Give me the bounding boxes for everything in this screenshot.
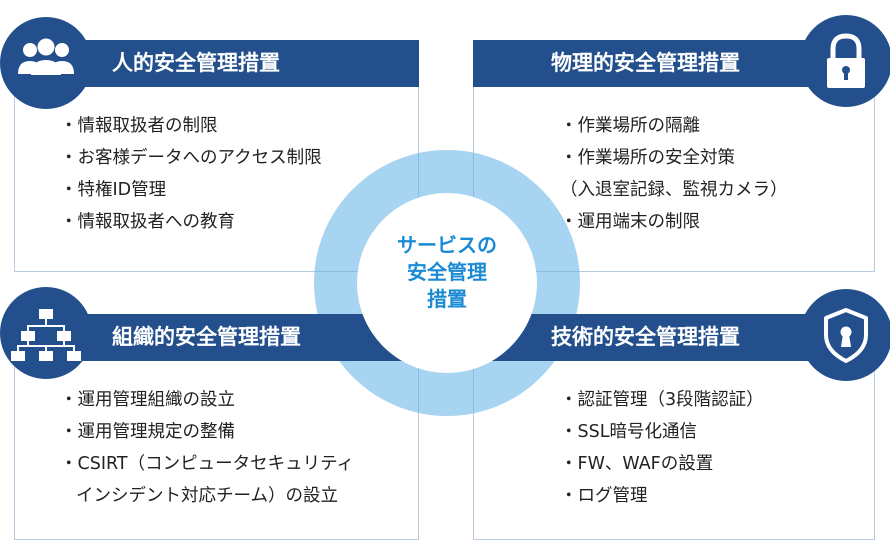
center-circle bbox=[357, 193, 537, 373]
list-item: ・CSIRT（コンピュータセキュリティ bbox=[60, 454, 355, 474]
list-item: ・運用管理規定の整備 bbox=[60, 422, 235, 442]
lock-icon bbox=[800, 15, 890, 107]
list-organizational: ・運用管理組織の設立 ・運用管理規定の整備 ・CSIRT（コンピュータセキュリテ… bbox=[60, 384, 354, 512]
title-physical: 物理的安全管理措置 bbox=[551, 51, 740, 75]
list-item: ・認証管理（3段階認証） bbox=[560, 390, 764, 410]
list-item: インシデント対応チーム）の設立 bbox=[76, 486, 338, 506]
title-bar-organizational: 組織的安全管理措置 bbox=[60, 314, 419, 361]
org-chart-icon bbox=[0, 287, 92, 379]
list-item: ・お客様データへのアクセス制限 bbox=[60, 148, 322, 168]
list-item: ・運用管理組織の設立 bbox=[60, 390, 235, 410]
list-human: ・情報取扱者の制限 ・お客様データへのアクセス制限 ・特権ID管理 ・情報取扱者… bbox=[60, 110, 322, 238]
list-item: （入退室記録、監視カメラ） bbox=[560, 180, 788, 200]
title-bar-physical: 物理的安全管理措置 bbox=[473, 40, 830, 87]
shield-keyhole-icon bbox=[800, 289, 890, 381]
center-title: サービスの 安全管理 措置 bbox=[397, 233, 497, 311]
list-item: ・特権ID管理 bbox=[60, 180, 167, 200]
title-bar-human: 人的安全管理措置 bbox=[60, 40, 419, 87]
list-physical: ・作業場所の隔離 ・作業場所の安全対策 （入退室記録、監視カメラ） ・運用端末の… bbox=[560, 110, 788, 238]
title-organizational: 組織的安全管理措置 bbox=[112, 325, 301, 349]
list-item: ・作業場所の隔離 bbox=[560, 116, 700, 136]
list-item: ・運用端末の制限 bbox=[560, 212, 700, 232]
list-item: ・SSL暗号化通信 bbox=[560, 422, 697, 442]
title-bar-technical: 技術的安全管理措置 bbox=[473, 314, 830, 361]
list-item: ・情報取扱者への教育 bbox=[60, 212, 235, 232]
list-item: ・情報取扱者の制限 bbox=[60, 116, 218, 136]
people-icon bbox=[0, 17, 92, 109]
list-item: ・FW、WAFの設置 bbox=[560, 454, 714, 474]
list-technical: ・認証管理（3段階認証） ・SSL暗号化通信 ・FW、WAFの設置 ・ログ管理 bbox=[560, 384, 764, 512]
title-technical: 技術的安全管理措置 bbox=[551, 325, 740, 349]
title-human: 人的安全管理措置 bbox=[112, 51, 280, 75]
list-item: ・ログ管理 bbox=[560, 486, 648, 506]
list-item: ・作業場所の安全対策 bbox=[560, 148, 735, 168]
